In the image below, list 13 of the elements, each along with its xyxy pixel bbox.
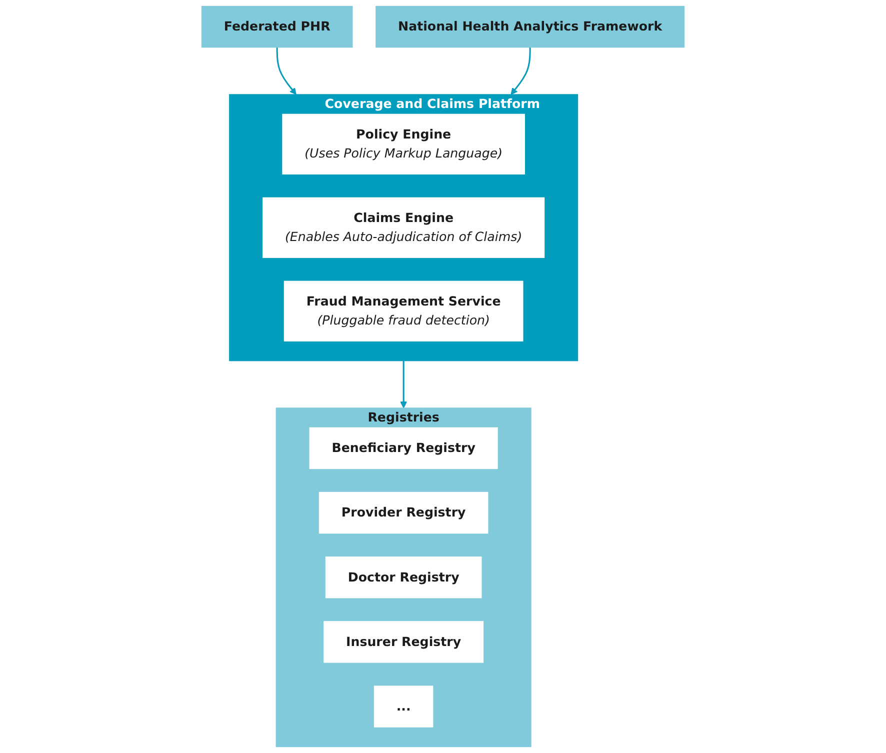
node-box: Beneficiary Registry [309, 427, 498, 470]
arrow [400, 360, 408, 408]
node-box: Policy Engine (Uses Policy Markup Language) [282, 114, 525, 174]
node-box: Insurer Registry [324, 621, 484, 663]
node-box: ... [374, 686, 434, 728]
node-box: Fraud Management Service (Pluggable fraud detection) [284, 280, 524, 342]
node-box: National Health Analytics Framework [376, 6, 685, 48]
node-box: Doctor Registry [325, 556, 482, 598]
node-box: Federated PHR [201, 6, 353, 48]
arrow [510, 47, 531, 95]
node-box: Claims Engine (Enables Auto-adjudication of Claims) [262, 197, 545, 258]
arrow [276, 47, 296, 95]
node-box: Provider Registry [318, 492, 488, 534]
